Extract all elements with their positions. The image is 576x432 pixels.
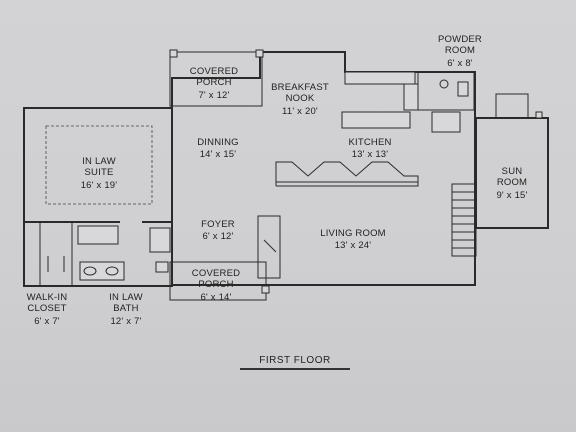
in-law-suite-name: IN LAW SUITE <box>82 156 116 178</box>
dinning-dims: 14' x 15' <box>199 149 237 160</box>
floor-title: FIRST FLOOR <box>259 355 331 366</box>
suite-rug-outline <box>45 125 153 205</box>
breakfast-nook-name-text: BREAKFAST NOOK <box>271 82 329 104</box>
in-law-bath-name: IN LAW BATH <box>109 292 143 314</box>
covered-porch-bottom-dims: 6' x 14' <box>200 292 232 303</box>
covered-porch-top-name-text: COVERED PORCH <box>189 66 239 88</box>
floor-title-underline <box>240 368 350 370</box>
powder-room-walls <box>417 71 475 111</box>
walk-in-closet-name: WALK-IN CLOSET <box>27 292 68 314</box>
in-law-suite-name-text: IN LAW SUITE <box>82 156 116 178</box>
covered-porch-bottom-outline <box>169 261 270 301</box>
in-law-suite-dims: 16' x 19' <box>80 180 118 191</box>
powder-room-name-text: POWDER ROOM <box>438 34 482 56</box>
foyer-walls <box>171 215 281 285</box>
walk-in-closet-dims: 6' x 7' <box>34 316 60 327</box>
breakfast-nook-name: BREAKFAST NOOK <box>271 82 329 104</box>
covered-porch-bottom-name: COVERED PORCH <box>192 268 240 290</box>
kitchen-dims: 13' x 13' <box>351 149 389 160</box>
covered-porch-top-outline <box>169 49 264 107</box>
walk-in-closet-name-text: WALK-IN CLOSET <box>26 292 68 314</box>
staircase <box>451 183 477 257</box>
sun-room-name: SUN ROOM <box>497 166 527 188</box>
dinning-name: DINNING <box>197 137 239 148</box>
sun-room-walls <box>475 93 549 229</box>
in-law-bath-name-text: IN LAW BATH <box>109 292 143 314</box>
kitchen-counters <box>275 71 461 187</box>
living-room-dims: 13' x 24' <box>334 240 372 251</box>
bath-and-closet-walls <box>24 221 172 286</box>
breakfast-nook-dims: 11' x 20' <box>282 106 318 117</box>
in-law-bath-dims: 12' x 7' <box>110 316 142 327</box>
covered-porch-top-name: COVERED PORCH <box>190 66 238 88</box>
foyer-name: FOYER <box>201 219 235 230</box>
living-room-name: LIVING ROOM <box>320 228 386 239</box>
covered-porch-bottom-name-text: COVERED PORCH <box>191 268 241 290</box>
sun-room-dims: 9' x 15' <box>496 190 528 201</box>
foyer-dims: 6' x 12' <box>202 231 234 242</box>
powder-room-dims: 6' x 8' <box>447 58 473 69</box>
kitchen-name: KITCHEN <box>348 137 392 148</box>
sun-room-name-text: SUN ROOM <box>496 166 528 188</box>
powder-room-name: POWDER ROOM <box>438 34 482 56</box>
covered-porch-top-dims: 7' x 12' <box>198 90 230 101</box>
